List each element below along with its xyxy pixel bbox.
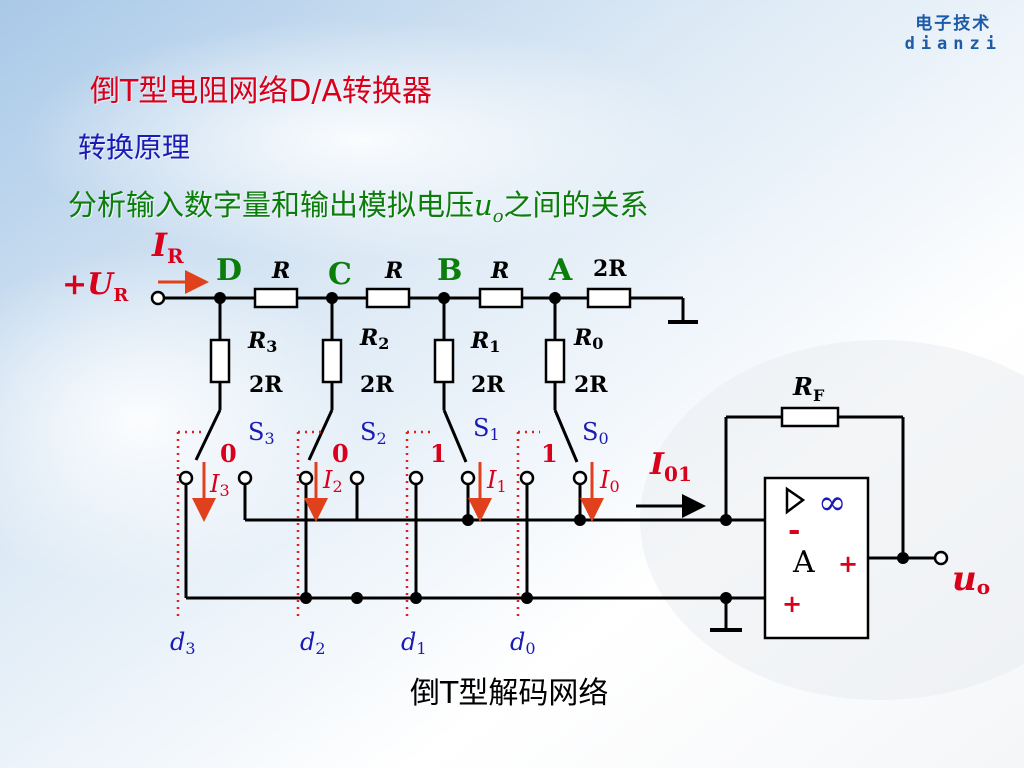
inverting-input-sign: - <box>788 513 800 548</box>
svg-text:R1: R1 <box>470 328 500 356</box>
svg-text:I0: I0 <box>599 466 620 496</box>
series-resistor-DC <box>253 287 299 309</box>
svg-text:1: 1 <box>430 439 447 468</box>
noninverting-input-sign: + <box>782 589 802 618</box>
svg-text:R3: R3 <box>247 328 277 356</box>
svg-text:d0: d0 <box>510 628 536 658</box>
amplifier-label: A <box>792 545 815 580</box>
label-uo: uo <box>952 559 990 599</box>
reference-terminal <box>150 290 166 306</box>
switch-labels: S3 S2 S1 S0 <box>248 414 609 448</box>
end-resistor-2R <box>586 287 632 309</box>
section-subtitle: 转换原理 <box>78 131 191 164</box>
branch-resistor-R2 <box>321 338 343 384</box>
op-amp <box>763 476 870 640</box>
svg-text:R: R <box>384 258 403 284</box>
series-resistor-labels: R R R 2R <box>271 256 627 284</box>
label-RF: RF <box>792 372 825 405</box>
terminals <box>150 290 949 566</box>
svg-text:2R: 2R <box>360 372 394 398</box>
svg-text:S1: S1 <box>473 414 500 444</box>
svg-text:S3: S3 <box>248 418 275 448</box>
svg-text:S2: S2 <box>360 418 387 448</box>
svg-text:R: R <box>271 258 290 284</box>
series-resistor-BA <box>478 287 524 309</box>
svg-text:S0: S0 <box>582 418 609 448</box>
svg-text:2R: 2R <box>471 372 505 398</box>
label-I01: I01 <box>649 447 692 486</box>
logo-chinese: 电子技术 <box>915 14 992 34</box>
page-title: 倒T型电阻网络D/A转换器 <box>90 74 433 109</box>
label-IR: IR <box>151 226 184 268</box>
node-B: B <box>437 253 462 288</box>
op-amp-labels: ∞ - A + + <box>782 483 858 618</box>
svg-text:d2: d2 <box>300 628 326 658</box>
analysis-text: 分析输入数字量和输出模拟电压 <box>68 188 475 222</box>
end-resistor-label: 2R <box>593 256 627 282</box>
analysis-line: 分析输入数字量和输出模拟电压uo之间的关系 <box>68 182 649 227</box>
svg-text:0: 0 <box>220 439 237 468</box>
label-UR: +UR <box>62 267 129 306</box>
svg-text:2R: 2R <box>574 372 608 398</box>
branch-resistor-R3 <box>209 338 231 384</box>
output-voltage-subscript: o <box>492 205 504 227</box>
svg-text:I1: I1 <box>486 466 507 496</box>
input-groupings <box>176 430 540 618</box>
svg-text:R2: R2 <box>359 325 389 353</box>
brand-logo: 电子技术 dianzi <box>905 14 1002 54</box>
output-voltage-symbol: u <box>474 188 493 222</box>
resistors <box>209 287 840 428</box>
svg-text:I3: I3 <box>209 470 230 500</box>
analysis-tail: 之间的关系 <box>503 188 649 222</box>
branch-resistor-R0 <box>544 338 566 384</box>
node-A: A <box>548 253 573 288</box>
branch-resistor-labels: R3 2R R2 2R R1 2R R0 2R <box>247 325 608 398</box>
infinity-gain: ∞ <box>818 483 846 523</box>
output-sign: + <box>838 549 858 578</box>
svg-text:2R: 2R <box>249 372 283 398</box>
node-C: C <box>328 257 352 292</box>
current-arrows <box>158 270 604 522</box>
svg-text:d1: d1 <box>401 628 427 658</box>
feedback-resistor-RF <box>780 406 840 428</box>
svg-text:0: 0 <box>332 439 349 468</box>
series-resistor-CB <box>365 287 411 309</box>
branch-current-labels: I3 I2 I1 I0 <box>209 466 620 500</box>
amplifier-triangle-icon <box>785 486 806 515</box>
logo-pinyin: dianzi <box>904 34 1002 54</box>
node-labels: D C B A <box>216 253 573 292</box>
input-labels: d3 d2 d1 d0 <box>170 628 536 658</box>
switch-states: 0 0 1 1 <box>220 439 558 468</box>
svg-text:1: 1 <box>541 439 558 468</box>
output-terminal <box>933 550 949 566</box>
svg-text:R0: R0 <box>573 325 603 353</box>
svg-text:d3: d3 <box>170 628 196 658</box>
branch-resistor-R1 <box>433 338 455 384</box>
node-D: D <box>216 253 242 288</box>
svg-text:I2: I2 <box>322 466 343 496</box>
svg-text:R: R <box>490 258 509 284</box>
diagram-caption: 倒T型解码网络 <box>410 676 609 711</box>
